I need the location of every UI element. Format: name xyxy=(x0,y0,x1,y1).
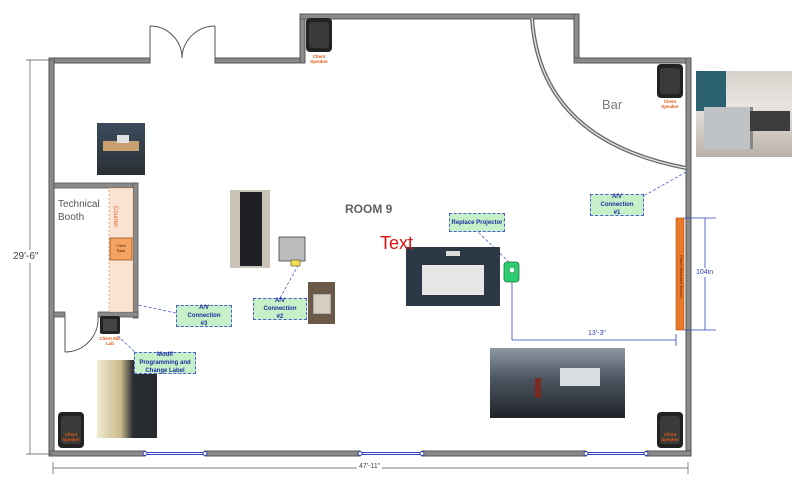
screen-dimension xyxy=(511,217,716,346)
bar-label: Bar xyxy=(602,97,623,112)
callout-av-connection-2-text: A/V Connection #2 xyxy=(263,298,297,320)
photo-booth-counter xyxy=(97,123,145,175)
av-box-2 xyxy=(278,236,306,267)
callout-replace-projector: Replace Projector xyxy=(449,213,505,232)
photo-bar xyxy=(696,71,792,157)
photo-wall-plate xyxy=(308,282,335,324)
double-door xyxy=(149,25,216,59)
callout-av-connection-1-text: A/V Connection #1 xyxy=(600,194,634,216)
callout-modify-programming: Modif Programming and Change Label xyxy=(134,352,196,374)
callout-replace-projector-text: Replace Projector xyxy=(451,219,503,226)
speaker-bottom-left xyxy=(58,412,84,448)
client-rack xyxy=(109,237,133,261)
technical-booth-label: Technical Booth xyxy=(58,199,100,223)
speaker-bottom-right xyxy=(657,412,683,448)
windows xyxy=(142,451,649,456)
speakers xyxy=(58,18,683,448)
dim-projector-offset: 13'-3" xyxy=(586,330,608,337)
overlay-text: Text xyxy=(380,233,414,253)
callout-av-connection-2: A/V Connection #2 xyxy=(253,298,307,320)
speaker-label-top: Client Speaker xyxy=(310,54,328,64)
projector xyxy=(503,261,520,283)
mic-lab-device xyxy=(100,316,120,334)
photo-room-view xyxy=(490,348,625,418)
callout-av-connection-3: A/V Connection #3 xyxy=(176,305,232,327)
speaker-label-top-right: Client Speaker xyxy=(661,99,679,109)
client-rack-label: Client Rack xyxy=(116,244,126,253)
counter-label: Counter xyxy=(112,206,118,228)
speaker-top-right xyxy=(657,64,683,98)
callout-av-connection-3-text: A/V Connection #3 xyxy=(187,305,221,327)
speaker-label-bottom-left: Client Speaker xyxy=(62,432,80,442)
mic-lab-label: Client Mic Lab xyxy=(99,336,121,346)
dim-width: 47'-11" xyxy=(357,463,383,470)
dim-screen-width: 104in xyxy=(696,268,714,277)
callout-modify-programming-text: Modif Programming and Change Label xyxy=(139,352,191,374)
client-screen xyxy=(675,217,685,331)
dim-height: 29'-6" xyxy=(13,250,39,263)
client-screen-label: Client Motorized Screen xyxy=(679,254,684,298)
callout-av-connection-1: A/V Connection #1 xyxy=(590,194,644,216)
photo-projection-screen xyxy=(406,247,500,306)
room-title: ROOM 9 xyxy=(345,202,393,216)
speaker-top xyxy=(306,18,332,52)
speaker-label-bottom-right: Client Speaker xyxy=(661,432,679,442)
photo-rack xyxy=(230,190,270,268)
